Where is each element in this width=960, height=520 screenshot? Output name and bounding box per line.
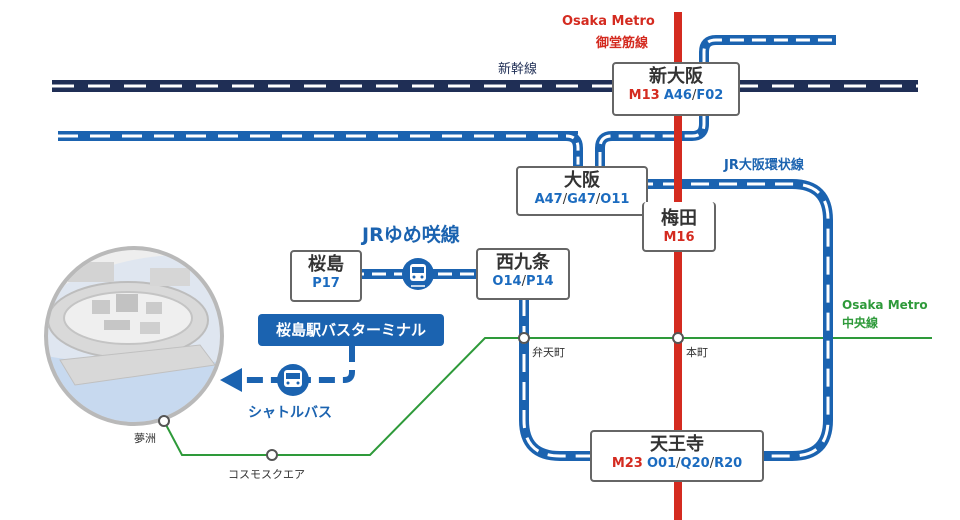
station-name: 新大阪 [649,66,703,87]
station-code: F02 [696,88,724,103]
station-codes: A47/G47/O11 [518,192,646,208]
code-separator: / [676,456,681,471]
honmachi-dot [672,332,684,344]
station-code: R20 [714,456,743,471]
cosmosquare-dot [266,449,278,461]
bus-icon [277,364,309,396]
station-code: P17 [312,276,340,291]
station-name: 梅田 [661,208,697,229]
station-code: A47 [534,192,563,207]
honmachi-label: 本町 [686,346,708,359]
station-codes: M23 O01/Q20/R20 [592,456,762,472]
jr-loop-line [519,179,833,461]
station-codes: P17 [292,276,360,292]
station-code: O01 [646,456,677,471]
code-separator: / [595,192,601,207]
station-tennoji: 天王寺 M23 O01/Q20/R20 [590,430,764,482]
shinkansen-label: 新幹線 [498,62,538,77]
station-code: M23 [611,456,643,471]
shuttle-bus-route [220,346,355,392]
station-code: O11 [600,192,630,207]
bus-terminal-label: 桜島駅バスターミナル [258,314,444,346]
station-code: G47 [567,192,596,207]
station-codes: O14/P14 [478,274,568,290]
station-code: A46 [663,88,692,103]
station-code: M13 [628,88,660,103]
chuo-operator-label: Osaka Metro [842,298,928,312]
yumeshima-illustration [44,246,224,426]
code-separator: / [691,88,697,103]
station-name: 大阪 [564,170,600,191]
train-icon [402,258,434,290]
station-codes: M16 [644,230,714,246]
midosuji-name-label: 御堂筋線 [596,36,649,51]
cosmosquare-label: コスモスクエア [228,468,305,481]
code-separator: / [521,274,526,289]
station-name: 桜島 [308,254,344,275]
code-separator: / [562,192,568,207]
station-sakurajima: 桜島 P17 [290,250,362,302]
station-codes: M13 A46/F02 [614,88,738,104]
station-code: P14 [525,274,554,289]
code-separator: / [709,456,715,471]
bentencho-dot [518,332,530,344]
chuo-name-label: 中央線 [842,316,879,330]
station-shin-osaka: 新大阪 M13 A46/F02 [612,62,740,116]
station-code: M16 [663,230,695,245]
station-nishikujo: 西九条 O14/P14 [476,248,570,300]
loop-line-label: JR大阪環状線 [724,158,804,173]
yumeshima-dot [158,415,170,427]
station-code: O14 [492,274,522,289]
yumeshima-label: 夢洲 [134,432,156,445]
station-code: Q20 [680,456,710,471]
shuttle-bus-label: シャトルバス [248,405,332,421]
yumesaki-line-label: JRゆめ咲線 [362,224,460,246]
station-name: 天王寺 [650,434,704,455]
jr-kyoto-line [58,131,583,170]
station-osaka: 大阪 A47/G47/O11 [516,166,648,216]
station-umeda: 梅田 M16 [642,202,716,252]
bentencho-label: 弁天町 [532,346,565,359]
jr-connector-line [595,35,836,166]
midosuji-operator-label: Osaka Metro [562,14,655,29]
station-name: 西九条 [496,252,550,273]
chuo-line [163,337,932,456]
